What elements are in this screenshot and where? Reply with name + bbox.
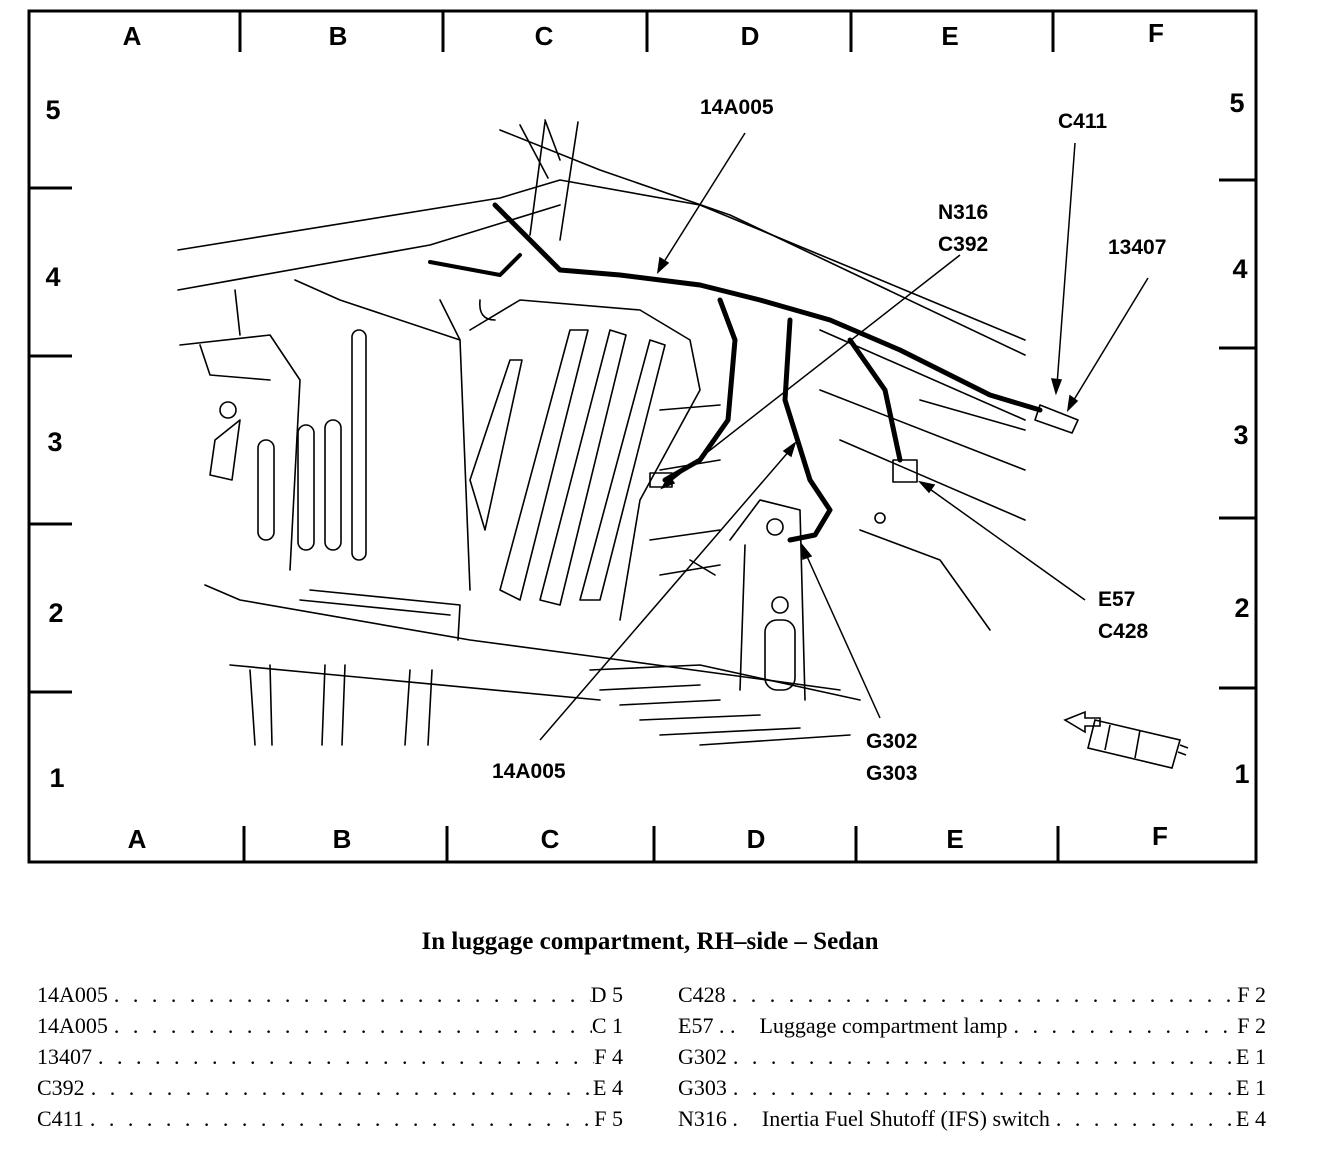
grid-column-label-top-a: A bbox=[122, 21, 142, 51]
index-ref: 13407 bbox=[37, 1044, 92, 1069]
grid-column-label-top-e: E bbox=[941, 21, 959, 51]
index-leader-dots bbox=[1050, 1106, 1236, 1132]
index-ref: N316 . bbox=[678, 1106, 738, 1131]
index-ref: 14A005 bbox=[37, 1013, 108, 1038]
index-location: E 1 bbox=[1236, 1075, 1266, 1100]
index-location: E 1 bbox=[1236, 1044, 1266, 1069]
border bbox=[27, 9, 1258, 864]
index-location: F 5 bbox=[594, 1106, 623, 1131]
index-leader-dots bbox=[84, 1106, 594, 1132]
index-location: D 5 bbox=[590, 982, 623, 1007]
grid-column-label-top-c: C bbox=[534, 21, 554, 51]
grid-row-label-left-3: 3 bbox=[47, 427, 63, 457]
index-leader-dots bbox=[727, 1044, 1236, 1070]
grid-column-label-top-d: D bbox=[740, 21, 760, 51]
index-location: E 4 bbox=[593, 1075, 623, 1100]
bottom-ticks bbox=[242, 826, 1060, 862]
index-row: C428 F 2 bbox=[678, 982, 1266, 1012]
diagram-frame bbox=[27, 9, 1258, 864]
grid-row-label-right-5: 5 bbox=[1229, 88, 1245, 118]
callout-e57-text: E57 bbox=[1098, 588, 1136, 611]
index-location: C 1 bbox=[591, 1013, 623, 1038]
grid-column-label-bottom-e: E bbox=[946, 824, 964, 854]
index-ref: E57 . . bbox=[678, 1013, 736, 1038]
index-row: E57 . . Luggage compartment lamp F 2 bbox=[678, 1013, 1266, 1043]
grid-column-label-top-f: F bbox=[1148, 18, 1164, 48]
index-row: G302 E 1 bbox=[678, 1044, 1266, 1074]
grid-row-label-left-4: 4 bbox=[45, 262, 61, 292]
grid-column-label-top-b: B bbox=[328, 21, 348, 51]
index-row: 13407 F 4 bbox=[37, 1044, 623, 1074]
index-ref: C428 bbox=[678, 982, 726, 1007]
grid-row-label-left-1: 1 bbox=[49, 763, 65, 793]
callout-c411: C411 bbox=[1058, 106, 1107, 138]
grid-row-label-right-4: 4 bbox=[1232, 254, 1248, 284]
index-row: G303 E 1 bbox=[678, 1075, 1266, 1105]
grid-row-label-right-2: 2 bbox=[1234, 593, 1250, 623]
index-leader-dots bbox=[85, 1075, 593, 1101]
grid-column-label-bottom-b: B bbox=[332, 824, 352, 854]
callout-13407-text: 13407 bbox=[1108, 236, 1167, 259]
index-row: C411 F 5 bbox=[37, 1106, 623, 1136]
index-ref: C392 bbox=[37, 1075, 85, 1100]
right-ticks bbox=[1219, 178, 1256, 690]
index-description: Luggage compartment lamp bbox=[759, 1013, 1008, 1038]
grid-row-label-right-1: 1 bbox=[1234, 759, 1250, 789]
leader-lines bbox=[539, 132, 1149, 741]
callout-g303-text: G303 bbox=[866, 762, 918, 785]
left-ticks bbox=[29, 186, 72, 694]
index-leader-dots bbox=[108, 1013, 592, 1039]
grid-column-label-bottom-c: C bbox=[540, 824, 560, 854]
index-ref: G302 bbox=[678, 1044, 727, 1069]
callout-14a005-bottom: 14A005 bbox=[492, 756, 566, 788]
grid-column-label-bottom-f: F bbox=[1152, 821, 1168, 851]
diagram-caption: In luggage compartment, RH–side – Sedan bbox=[421, 928, 879, 955]
index-description: Inertia Fuel Shutoff (IFS) switch bbox=[761, 1106, 1050, 1131]
index-row: N316 . Inertia Fuel Shutoff (IFS) switch… bbox=[678, 1106, 1266, 1136]
callout-e57-c428: E57 C428 bbox=[1098, 584, 1148, 648]
grid-column-label-bottom-a: A bbox=[127, 824, 147, 854]
index-row: 14A005 C 1 bbox=[37, 1013, 623, 1043]
index-row: C392 E 4 bbox=[37, 1075, 623, 1105]
grid-row-label-left-2: 2 bbox=[48, 598, 64, 628]
callout-n316-c392: N316 C392 bbox=[938, 197, 988, 261]
index-location: F 2 bbox=[1237, 982, 1266, 1007]
index-leader-dots bbox=[726, 982, 1238, 1008]
callout-g302-g303: G302 G303 bbox=[866, 726, 917, 790]
callout-n316-text: N316 bbox=[938, 201, 989, 224]
index-ref: G303 bbox=[678, 1075, 727, 1100]
callout-14a005-top: 14A005 bbox=[700, 92, 774, 124]
index-location: E 4 bbox=[1236, 1106, 1266, 1131]
top-ticks bbox=[238, 11, 1055, 52]
grid-row-label-right-3: 3 bbox=[1233, 420, 1249, 450]
callout-c392-text: C392 bbox=[938, 233, 989, 256]
connector-inset-icon bbox=[1063, 710, 1189, 769]
index-location: F 4 bbox=[594, 1044, 623, 1069]
index-leader-dots bbox=[108, 982, 591, 1008]
callout-13407: 13407 bbox=[1108, 232, 1166, 264]
index-ref: C411 bbox=[37, 1106, 84, 1131]
index-leader-dots bbox=[92, 1044, 594, 1070]
index-ref: 14A005 bbox=[37, 982, 108, 1007]
callout-14a005-top-text: 14A005 bbox=[700, 96, 774, 119]
index-leader-dots bbox=[727, 1075, 1236, 1101]
callout-g302-text: G302 bbox=[866, 730, 918, 753]
index-location: F 2 bbox=[1237, 1013, 1266, 1038]
callout-c411-text: C411 bbox=[1058, 110, 1108, 133]
index-leader-dots bbox=[1007, 1013, 1237, 1039]
grid-column-label-bottom-d: D bbox=[746, 824, 766, 854]
callout-14a005-bottom-text: 14A005 bbox=[492, 760, 566, 783]
index-row: 14A005 D 5 bbox=[37, 982, 623, 1012]
callout-c428-text: C428 bbox=[1098, 620, 1149, 643]
grid-row-label-left-5: 5 bbox=[45, 95, 61, 125]
